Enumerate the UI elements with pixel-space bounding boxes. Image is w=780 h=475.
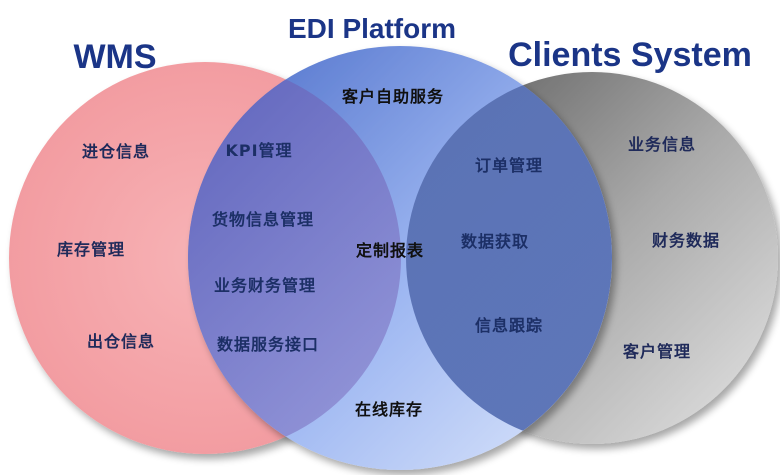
edi-label-selfservice: 客户自助服务 <box>342 87 444 106</box>
clients-label-business: 业务信息 <box>628 135 696 154</box>
clients-label-customers: 客户管理 <box>623 342 691 361</box>
edi-title: EDI Platform <box>288 13 456 44</box>
overlap-right-tracking: 信息跟踪 <box>475 316 543 335</box>
overlap-left-cargo: 货物信息管理 <box>212 210 314 229</box>
clients-title: Clients System <box>508 36 752 74</box>
edi-clients-overlap <box>406 72 612 444</box>
overlap-right-orders: 订单管理 <box>475 156 543 175</box>
overlap-right-data: 数据获取 <box>461 232 529 251</box>
wms-edi-overlap <box>188 62 401 454</box>
edi-label-online-inventory: 在线库存 <box>355 400 423 419</box>
overlap-left-api: 数据服务接口 <box>217 335 319 354</box>
wms-label-inventory: 库存管理 <box>57 240 125 259</box>
clients-label-finance: 财务数据 <box>651 231 720 250</box>
wms-label-outbound: 出仓信息 <box>87 332 155 351</box>
edi-label-reports: 定制报表 <box>355 241 424 260</box>
overlap-left-finance: 业务财务管理 <box>214 276 316 295</box>
wms-title: WMS <box>73 38 156 76</box>
overlap-left-kpi: KPI管理 <box>225 141 292 160</box>
wms-label-inbound: 进仓信息 <box>82 142 150 161</box>
